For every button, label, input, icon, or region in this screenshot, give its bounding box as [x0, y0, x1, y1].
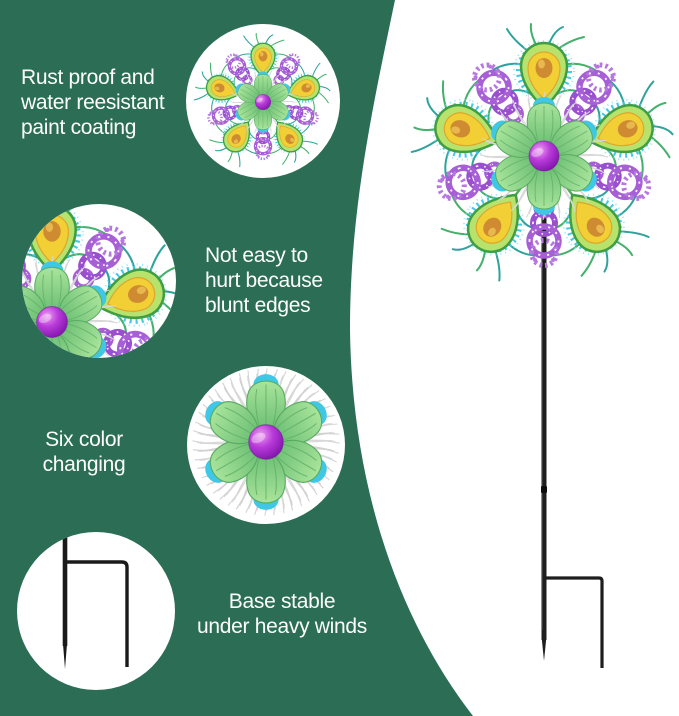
- feature-text-line: Six color: [45, 428, 123, 451]
- feature-text-line: Not easy to: [205, 244, 308, 267]
- feature-text-line: water reesistant: [21, 91, 165, 114]
- feature-blunt-edges: Not easy to hurt because blunt edges: [205, 243, 323, 318]
- feature-color-changing: Six color changing: [4, 427, 164, 477]
- feature-rust-proof: Rust proof and water reesistant paint co…: [21, 65, 165, 140]
- product-wind-spinner-head: [403, 24, 679, 293]
- feature-stable-base: Base stable under heavy winds: [182, 589, 382, 639]
- callout-stake-base-illustration: [62, 532, 129, 669]
- feature-text-line: under heavy winds: [196, 615, 367, 638]
- feature-text-line: hurt because: [205, 269, 323, 292]
- feature-text-line: blunt edges: [205, 294, 311, 317]
- feature-text-line: paint coating: [21, 116, 137, 139]
- feature-text-line: Rust proof and: [21, 66, 155, 89]
- product-stake: [541, 170, 604, 668]
- callout-circle-base-closeup: [17, 532, 175, 690]
- feature-text-line: changing: [42, 453, 126, 476]
- feature-text-line: Base stable: [228, 590, 336, 613]
